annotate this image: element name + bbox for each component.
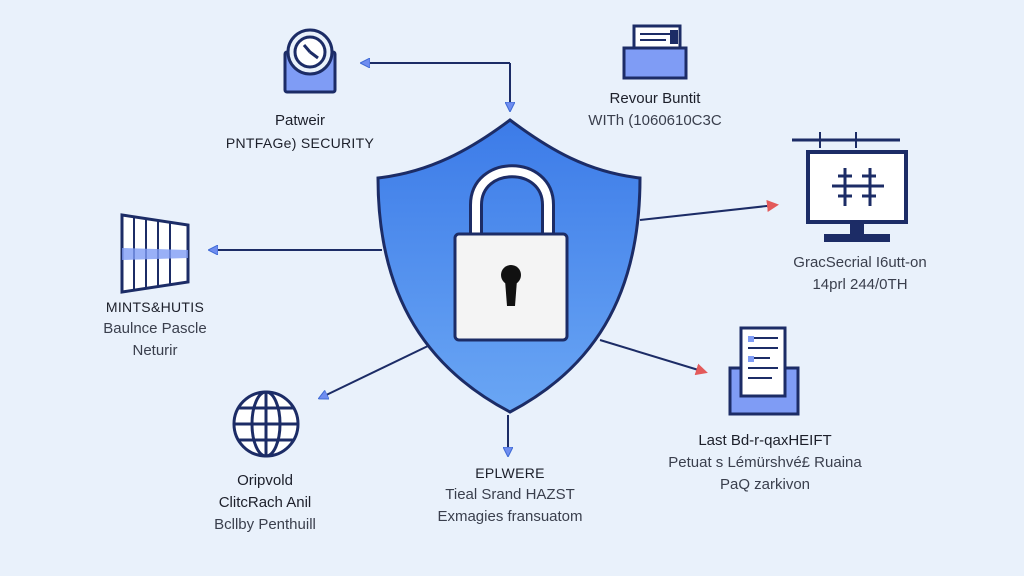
keyhole-icon <box>501 265 521 306</box>
node-title: EPLWERE <box>475 465 545 481</box>
node-subtitle: WITh (1060610C3C <box>588 112 722 129</box>
node-line3: Neturir <box>132 342 178 359</box>
node-line3: Bcllby Penthuill <box>214 516 316 533</box>
node-mid-right-label: GracSecrial I6utt-on 14prl 244/0TH <box>745 252 975 296</box>
arrow-to-monitor <box>639 200 779 221</box>
node-line2: Petuat s Lémürshvé£ Ruaina <box>668 454 862 471</box>
arrow-to-globe <box>320 344 431 398</box>
node-mid-left-label: MINTS&HUTIS Baulnce Pascle Neturir <box>55 296 255 362</box>
clock-badge-icon <box>283 28 337 94</box>
node-bottom-right-label: Last Bd-r-qaxHEIFT Petuat s Lémürshvé£ R… <box>635 430 895 496</box>
node-bottom-left-label: Oripvold ClitcRach Anil Bcllby Penthuill <box>160 470 370 536</box>
node-line3: PaQ zarkivon <box>719 476 811 493</box>
node-top-right-label: Revour Buntit WITh (1060610C3C <box>555 88 755 132</box>
node-line2: ClitcRach Anil <box>218 494 312 511</box>
node-title: Last Bd-r-qaxHEIFT <box>698 432 832 449</box>
arrow-to-document <box>599 339 708 376</box>
node-title: Oripvold <box>237 472 293 489</box>
document-tray-icon <box>728 326 800 416</box>
node-line2: Tieal Srand HAZST <box>445 486 575 503</box>
node-top-left-label: Patweir PNTFAGe) SECURITY <box>200 110 400 154</box>
node-title: MINTS&HUTIS <box>105 299 205 315</box>
printer-icon <box>622 24 688 80</box>
node-subtitle: 14prl 244/0TH <box>812 276 908 293</box>
globe-icon <box>232 390 300 458</box>
node-title: Patweir <box>274 112 326 129</box>
monitor-icon <box>792 132 908 242</box>
node-title: GracSecrial I6utt-on <box>793 254 927 271</box>
node-subtitle: PNTFAGe) SECURITY <box>225 135 375 151</box>
node-line2: Baulnce Pascle <box>103 320 207 337</box>
connector-arrows <box>210 63 779 455</box>
node-title: Revour Buntit <box>609 90 701 107</box>
node-line3: Exmagies fransuatom <box>437 508 583 525</box>
node-bottom-center-label: EPLWERE Tieal Srand HAZST Exmagies frans… <box>400 462 620 528</box>
shield-lock-icon <box>376 118 642 414</box>
server-rack-icon <box>120 213 190 294</box>
